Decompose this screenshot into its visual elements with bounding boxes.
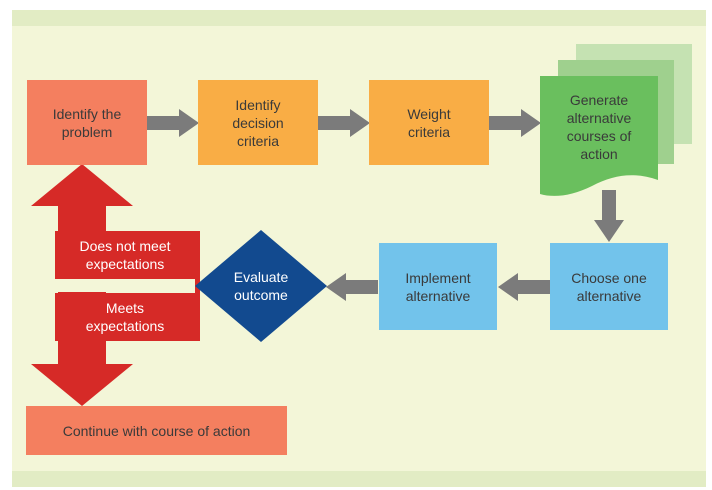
step-identify-problem: Identify the problem — [27, 80, 147, 165]
label-does-not-meet-expectations: Does not meet expectations — [55, 231, 195, 279]
step-evaluate-outcome-text: Evaluate outcome — [233, 269, 289, 303]
step-evaluate-outcome: Evaluate outcome — [211, 266, 311, 306]
step-generate-alternatives-text: Generate alternative courses of action — [566, 92, 632, 162]
step-identify-criteria: Identify decision criteria — [198, 80, 318, 165]
step-continue-action-text: Continue with course of action — [62, 422, 251, 439]
arrow-criteria-to-weight — [318, 109, 370, 137]
step-implement-alternative: Implement alternative — [379, 243, 497, 330]
label-meets-text: Meets expectations — [85, 300, 165, 334]
arrow-implement-to-evaluate — [326, 273, 378, 301]
step-evaluate-outcome-diamond — [195, 230, 327, 342]
step-identify-problem-text: Identify the problem — [52, 105, 122, 140]
arrow-back-to-problem — [31, 164, 133, 278]
step-generate-alternatives-shape — [540, 44, 692, 196]
label-meets-expectations: Meets expectations — [55, 293, 195, 341]
top-band — [12, 10, 706, 26]
label-does-not-meet-text: Does not meet expectations — [79, 238, 171, 272]
bottom-band — [12, 471, 706, 487]
step-choose-alternative: Choose one alternative — [550, 243, 668, 330]
arrow-problem-to-criteria — [147, 109, 199, 137]
step-generate-alternatives: Generate alternative courses of action — [540, 84, 658, 170]
step-choose-alternative-text: Choose one alternative — [571, 269, 647, 304]
arrow-down-to-continue — [31, 292, 133, 406]
arrow-weight-to-generate — [489, 109, 541, 137]
step-implement-alternative-text: Implement alternative — [405, 269, 471, 304]
arrow-choose-to-implement — [498, 273, 550, 301]
step-weight-criteria: Weight criteria — [369, 80, 489, 165]
step-weight-criteria-text: Weight criteria — [407, 105, 451, 140]
step-continue-action: Continue with course of action — [26, 406, 287, 455]
step-identify-criteria-text: Identify decision criteria — [232, 96, 284, 149]
arrow-evaluate-to-feedback — [55, 231, 200, 341]
arrow-generate-to-choose — [594, 190, 624, 242]
